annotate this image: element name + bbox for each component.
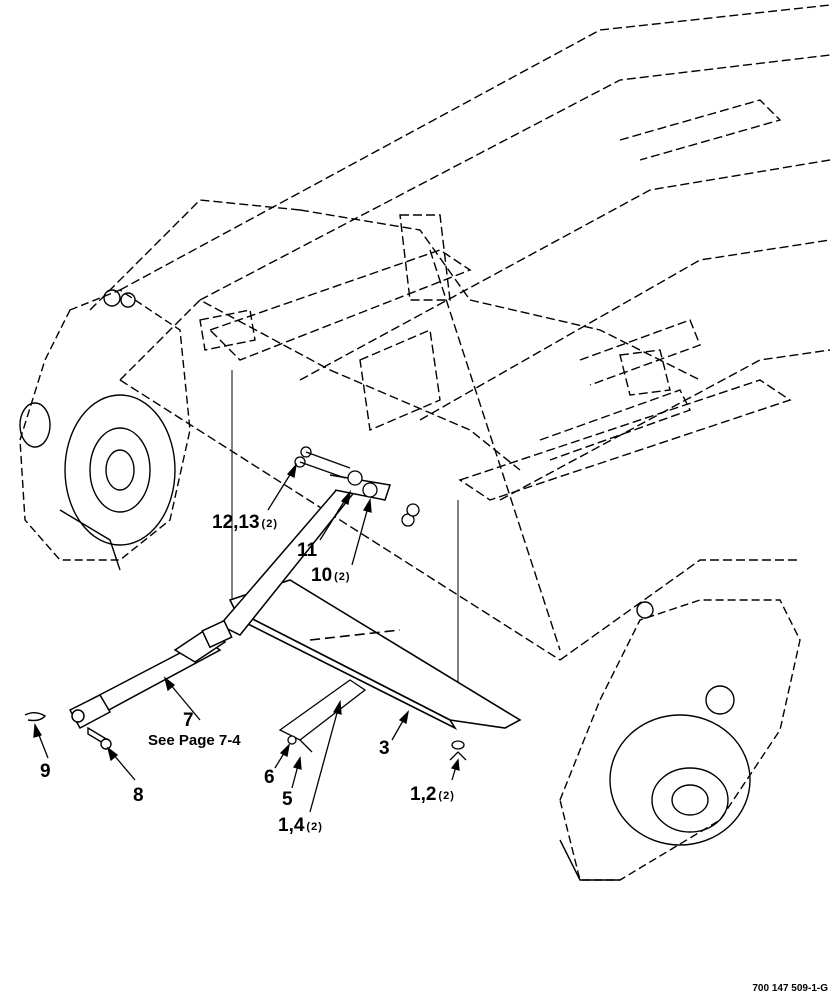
callout-10: 10(2) [311, 566, 351, 585]
callout-label: 9 [40, 761, 51, 782]
cylinder [68, 619, 233, 730]
callout-qty: (2) [306, 821, 323, 833]
callout-qty: (2) [438, 790, 455, 802]
callout-1-2: 1,2(2) [410, 785, 455, 804]
callout-8: 8 [133, 786, 144, 805]
callout-label: 10 [311, 565, 333, 586]
callout-label: 12,13 [212, 512, 260, 533]
callout-7-note: See Page 7-4 [148, 733, 241, 748]
callout-7: 7 [183, 711, 194, 730]
callout-12-13: 12,13(2) [212, 513, 278, 532]
left-axle-hub [19, 289, 191, 571]
callout-6: 6 [264, 768, 275, 787]
frame-outline [89, 4, 831, 661]
callout-11: 11 [297, 541, 317, 560]
pin-and-clip [24, 712, 112, 750]
callout-qty: (2) [334, 571, 351, 583]
callout-1-4: 1,4(2) [278, 816, 323, 835]
callout-qty: (2) [261, 518, 278, 530]
callout-label: See Page 7-4 [148, 732, 241, 749]
callout-9: 9 [40, 762, 51, 781]
callout-3: 3 [379, 739, 390, 758]
callout-label: 7 [183, 710, 194, 731]
callout-label: 6 [264, 767, 275, 788]
figure-id: 700 147 509-1-G [752, 983, 828, 994]
callout-label: 3 [379, 738, 390, 759]
right-axle-hub [559, 599, 801, 881]
callout-label: 11 [297, 540, 318, 561]
callout-label: 1,4 [278, 815, 305, 836]
shield-plate [228, 579, 522, 730]
callout-label: 8 [133, 785, 144, 806]
leader-lines [33, 462, 460, 813]
callout-5: 5 [282, 790, 293, 809]
callout-label: 5 [282, 789, 293, 810]
callout-label: 1,2 [410, 784, 437, 805]
hardware [278, 446, 467, 761]
